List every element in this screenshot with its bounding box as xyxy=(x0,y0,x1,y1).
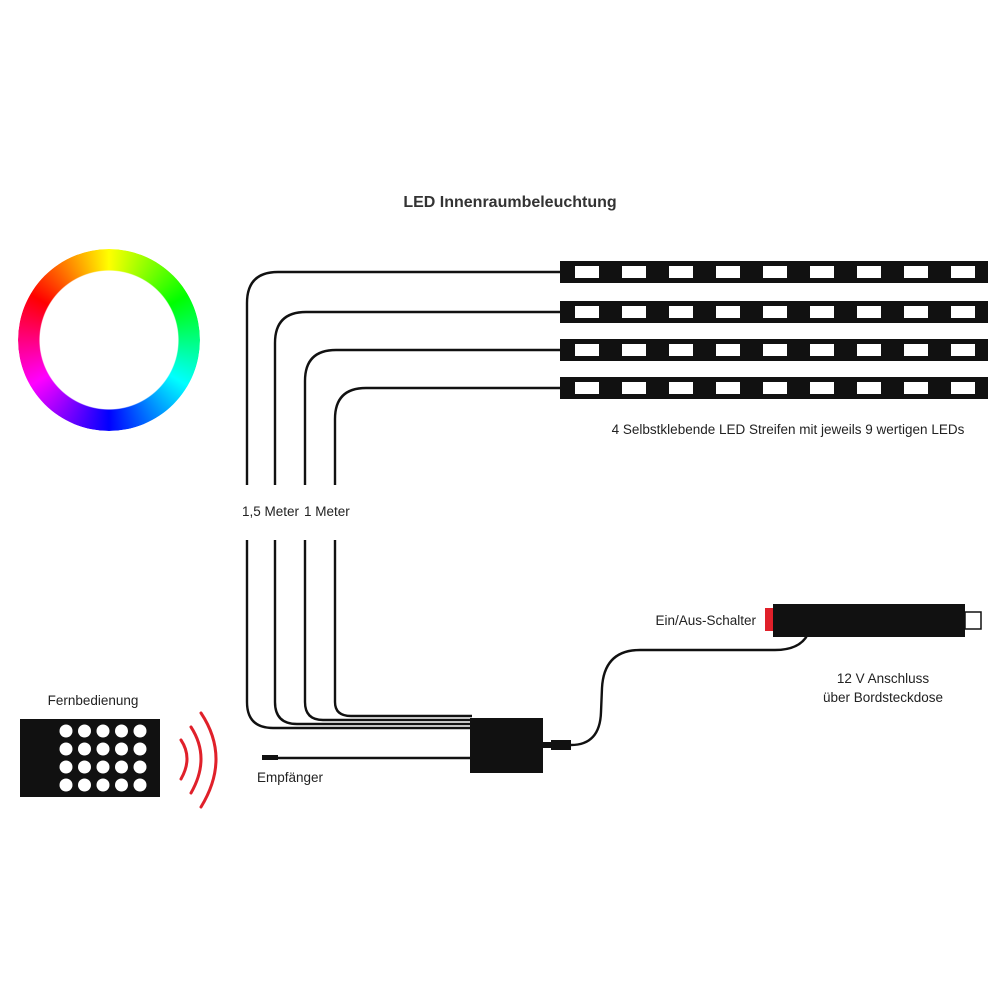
remote-button[interactable] xyxy=(133,778,147,792)
led-chip xyxy=(669,266,693,278)
led-chip xyxy=(669,382,693,394)
remote-button[interactable] xyxy=(59,742,73,756)
led-chip xyxy=(669,306,693,318)
led-chip xyxy=(951,382,975,394)
power-plug xyxy=(765,604,982,637)
strip-wires xyxy=(245,270,560,730)
led-chip xyxy=(951,306,975,318)
length-label-long: 1,5 Meter xyxy=(242,504,300,519)
led-chip xyxy=(810,266,834,278)
power-cable xyxy=(543,633,810,750)
led-chip xyxy=(716,382,740,394)
led-chip xyxy=(857,306,881,318)
led-chip xyxy=(857,344,881,356)
remote-button[interactable] xyxy=(78,760,91,774)
led-chip xyxy=(904,266,928,278)
led-chip xyxy=(575,306,599,318)
remote-button[interactable] xyxy=(115,760,128,774)
diagram-title: LED Innenraumbeleuchtung xyxy=(403,194,616,211)
led-chip xyxy=(763,266,787,278)
led-chip xyxy=(716,306,740,318)
led-chip xyxy=(622,344,646,356)
led-chip xyxy=(904,382,928,394)
on-off-switch[interactable] xyxy=(765,608,775,631)
remote-button[interactable] xyxy=(59,778,73,792)
signal-waves-icon xyxy=(179,711,218,809)
remote-button[interactable] xyxy=(78,778,91,792)
led-chip xyxy=(904,306,928,318)
led-chip xyxy=(622,306,646,318)
led-chip xyxy=(951,344,975,356)
remote-button[interactable] xyxy=(78,742,91,756)
remote-control-icon xyxy=(20,719,160,797)
remote-button[interactable] xyxy=(96,760,110,774)
led-chip xyxy=(622,382,646,394)
remote-button[interactable] xyxy=(59,760,73,774)
remote-button[interactable] xyxy=(133,742,147,756)
receiver-label: Empfänger xyxy=(257,770,324,785)
remote-button[interactable] xyxy=(78,724,91,738)
led-chip xyxy=(904,344,928,356)
remote-button[interactable] xyxy=(96,778,110,792)
remote-label: Fernbedienung xyxy=(48,693,139,708)
remote-button[interactable] xyxy=(115,724,128,738)
remote-button[interactable] xyxy=(115,778,128,792)
remote-button[interactable] xyxy=(59,724,73,738)
controller-box xyxy=(470,718,543,773)
led-chip xyxy=(716,266,740,278)
led-chip xyxy=(716,344,740,356)
length-label-short: 1 Meter xyxy=(304,504,350,519)
led-chip xyxy=(575,382,599,394)
led-strips xyxy=(560,261,988,399)
led-chip xyxy=(810,344,834,356)
strips-caption: 4 Selbstklebende LED Streifen mit jeweil… xyxy=(612,422,965,437)
remote-button[interactable] xyxy=(96,742,110,756)
led-chip xyxy=(622,266,646,278)
led-chip xyxy=(669,344,693,356)
led-chip xyxy=(810,306,834,318)
led-chip xyxy=(857,266,881,278)
power-label-line2: über Bordsteckdose xyxy=(823,690,943,705)
led-chip xyxy=(951,266,975,278)
led-chip xyxy=(763,344,787,356)
led-chip xyxy=(857,382,881,394)
remote-button[interactable] xyxy=(96,724,110,738)
led-chip xyxy=(575,344,599,356)
receiver-lead xyxy=(262,755,472,760)
switch-label: Ein/Aus-Schalter xyxy=(655,613,756,628)
remote-button[interactable] xyxy=(133,724,147,738)
led-chip xyxy=(763,306,787,318)
power-label-line1: 12 V Anschluss xyxy=(837,671,930,686)
led-chip xyxy=(575,266,599,278)
rgb-color-wheel-icon xyxy=(18,249,200,431)
remote-button[interactable] xyxy=(115,742,128,756)
remote-button[interactable] xyxy=(133,760,147,774)
led-chip xyxy=(763,382,787,394)
led-chip xyxy=(810,382,834,394)
